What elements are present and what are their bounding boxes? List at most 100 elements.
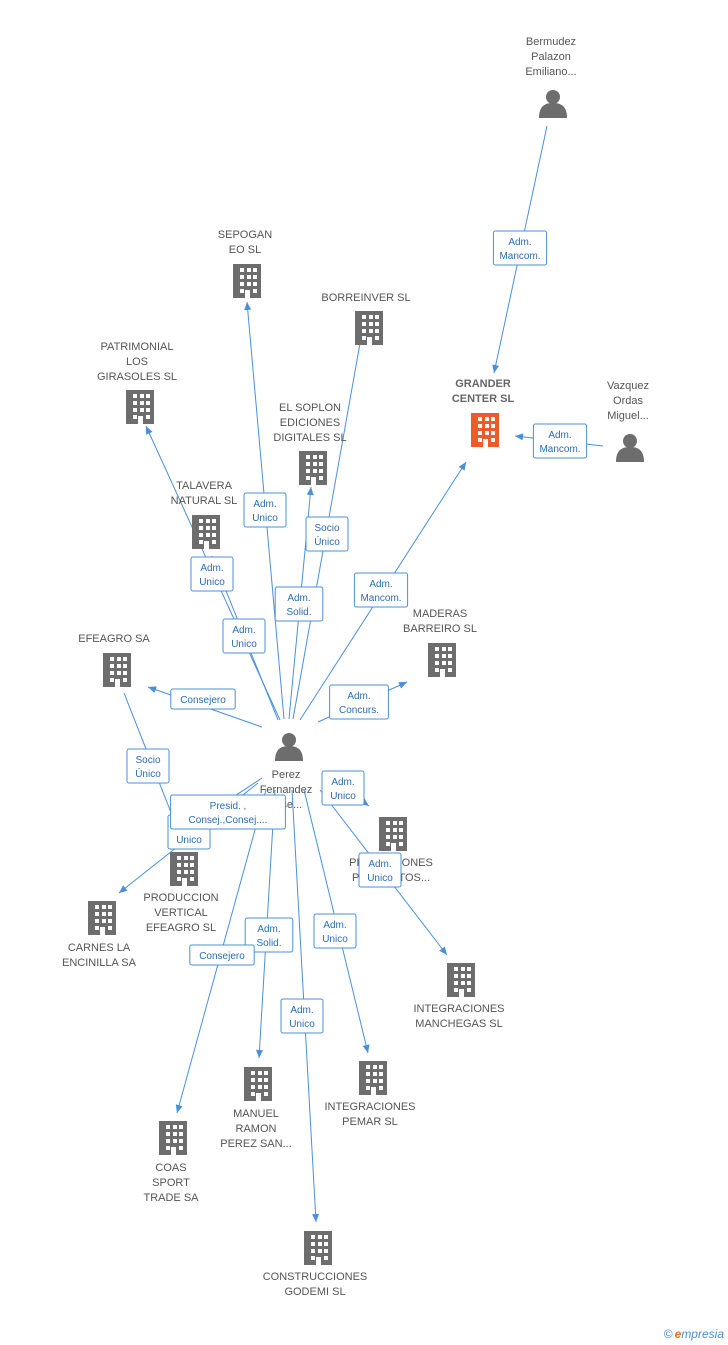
building-icon xyxy=(233,264,261,298)
edge-label[interactable]: Adm.Unico xyxy=(321,770,365,806)
node-label: PRODUCCION xyxy=(143,892,218,904)
edge-label-text: Unico xyxy=(289,1019,315,1030)
node-maderas[interactable]: MADERAS BARREIRO SL xyxy=(403,608,477,677)
arrowhead xyxy=(244,302,252,311)
edge-label-text: Presid. , xyxy=(210,801,247,812)
node-label: Miguel... xyxy=(607,410,649,422)
node-label: RAMON xyxy=(236,1123,277,1135)
arrowhead xyxy=(306,487,314,496)
node-pemar[interactable]: INTEGRACIONES PEMAR SL xyxy=(324,1061,416,1128)
edge-labels-layer: Adm.Mancom.Adm.Mancom.Adm.Mancom.Adm.Uni… xyxy=(126,230,588,1034)
edge-label-text: Solid. xyxy=(286,607,311,618)
edge-label[interactable]: Adm.Unico xyxy=(222,618,266,654)
node-label: MANCHEGAS SL xyxy=(415,1018,502,1030)
edge-label-text: Adm. xyxy=(347,691,370,702)
edge-label-box xyxy=(189,944,255,966)
edges-layer xyxy=(118,125,604,1223)
node-label: Perez xyxy=(272,769,301,781)
edge-label[interactable]: Presid. ,Consej.,Consej.... xyxy=(170,794,286,830)
edge-label-text: Adm. xyxy=(331,777,354,788)
edge-label-text: Adm. xyxy=(369,579,392,590)
node-efeagro[interactable]: EFEAGRO SA xyxy=(78,633,150,687)
edge-label-box xyxy=(358,852,402,888)
arrowhead xyxy=(119,885,128,893)
building-icon xyxy=(299,451,327,485)
arrowhead xyxy=(255,1049,263,1058)
node-label: GODEMI SL xyxy=(284,1286,345,1298)
person-icon xyxy=(616,434,644,462)
edge-label-box xyxy=(170,794,286,830)
building-icon xyxy=(192,515,220,549)
node-label: Bermudez xyxy=(526,36,576,48)
edge-label[interactable]: Adm.Unico xyxy=(313,913,357,949)
node-label: DIGITALES SL xyxy=(273,432,346,444)
node-borreinver[interactable]: BORREINVER SL xyxy=(321,292,411,345)
edge-label-box xyxy=(321,770,365,806)
edge-label-box xyxy=(313,913,357,949)
node-label: BARREIRO SL xyxy=(403,623,477,635)
node-label: MANUEL xyxy=(233,1108,279,1120)
edge-label-text: Unico xyxy=(322,934,348,945)
edge-label-box xyxy=(222,618,266,654)
node-label: Palazon xyxy=(531,51,571,63)
node-label: VERTICAL xyxy=(154,907,208,919)
edge-label[interactable]: Consejero xyxy=(189,944,255,966)
edge-label[interactable]: Adm. Solid. xyxy=(274,586,324,622)
edge-label[interactable]: Adm.Unico xyxy=(280,998,324,1034)
edge-label[interactable]: Adm.Unico xyxy=(243,492,287,528)
edge-label-text: Mancom. xyxy=(360,593,401,604)
building-icon xyxy=(428,643,456,677)
edge-label[interactable]: Adm.Mancom. xyxy=(492,230,548,266)
edge-label-text: Adm. xyxy=(257,924,280,935)
edge-label[interactable]: Adm. Mancom. xyxy=(353,572,409,608)
node-label: TALAVERA xyxy=(176,480,232,492)
edge-label-box xyxy=(244,917,294,953)
node-label: INTEGRACIONES xyxy=(324,1101,415,1113)
node-vazquez[interactable]: VazquezOrdasMiguel... xyxy=(607,380,649,462)
edge-label-text: Adm. xyxy=(253,499,276,510)
arrowhead xyxy=(312,1213,320,1222)
arrowhead xyxy=(362,1044,370,1053)
edge-label-text: Mancom. xyxy=(499,251,540,262)
arrowhead xyxy=(398,682,407,689)
edge-label-box xyxy=(280,998,324,1034)
edge-label[interactable]: Adm. Concurs. xyxy=(329,684,389,720)
person-icon xyxy=(539,90,567,118)
arrowhead xyxy=(146,426,153,435)
arrowhead xyxy=(515,433,524,441)
edge-label-text: Adm. xyxy=(200,563,223,574)
node-label: EO SL xyxy=(229,244,261,256)
edge-label-box xyxy=(170,688,236,710)
node-label: TRADE SA xyxy=(143,1192,199,1204)
edge-label-text: Adm. xyxy=(287,593,310,604)
edge-label-text: Unico xyxy=(199,577,225,588)
node-label: MADERAS xyxy=(413,608,467,620)
edge-label-text: Solid. xyxy=(256,938,281,949)
arrowhead xyxy=(458,462,466,471)
edge-label-box xyxy=(532,423,588,459)
edge-label[interactable]: Adm.Unico xyxy=(358,852,402,888)
edge-label[interactable]: Adm. Solid. xyxy=(244,917,294,953)
node-bermudez[interactable]: BermudezPalazonEmiliano... xyxy=(525,36,577,118)
node-label: CARNES LA xyxy=(68,942,131,954)
edge-label-text: Concurs. xyxy=(339,705,379,716)
edge-label[interactable]: Consejero xyxy=(170,688,236,710)
edge-label[interactable]: Adm. Unico xyxy=(190,556,234,592)
edge-label-box xyxy=(353,572,409,608)
node-label: PEMAR SL xyxy=(342,1116,398,1128)
edge-label[interactable]: Adm.Mancom. xyxy=(532,423,588,459)
edge-label-box xyxy=(305,516,349,552)
